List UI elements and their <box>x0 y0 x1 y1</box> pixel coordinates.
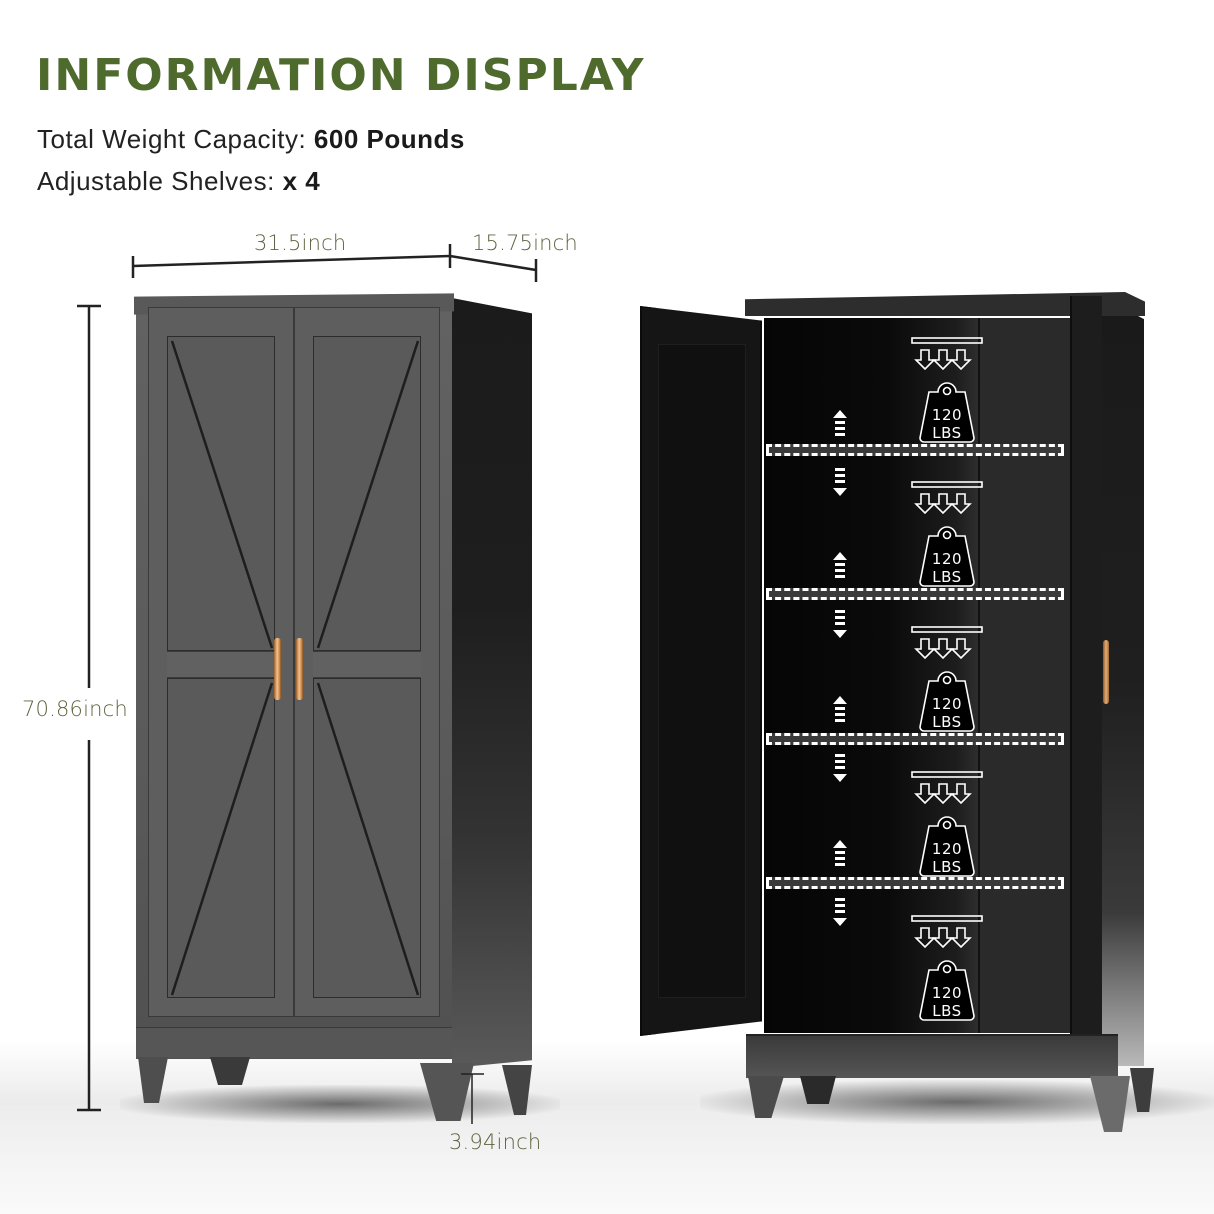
adjustable-shelf-2 <box>766 588 1064 600</box>
cabinet-leg <box>210 1057 250 1085</box>
weight-value: 120 <box>931 840 963 858</box>
weight-value: 120 <box>931 984 963 1002</box>
cabinet-interior-wall <box>978 318 1076 1033</box>
door-panel-top <box>313 336 421 651</box>
spec-label: Total Weight Capacity: <box>37 124 314 154</box>
spec-label: Adjustable Shelves: <box>37 166 283 196</box>
adjustable-shelf-4 <box>766 877 1064 889</box>
weight-icon <box>911 337 983 443</box>
open-right-door <box>1070 296 1102 1056</box>
weight-value: 120 <box>931 406 963 424</box>
width-dimension-label: 31.5inch <box>254 231 347 255</box>
cabinet-leg <box>800 1076 836 1104</box>
weight-unit: LBS <box>932 713 962 731</box>
weight-unit: LBS <box>932 858 962 876</box>
barn-x-brace-icon <box>170 340 274 649</box>
door-rail <box>313 651 421 678</box>
cabinet-base <box>136 1027 452 1058</box>
cabinet-base <box>746 1034 1118 1078</box>
height-dimension-label: 70.86inch <box>22 697 128 721</box>
barn-x-brace-icon <box>170 682 274 996</box>
leg-height-dimension-label: 3.94inch <box>449 1130 542 1154</box>
weight-icon <box>911 481 983 587</box>
door-rail <box>167 651 275 678</box>
adjust-up-icon <box>833 552 847 578</box>
adjustable-shelf-1 <box>766 444 1064 456</box>
weight-icon <box>911 915 983 1021</box>
adjust-up-icon <box>833 840 847 866</box>
weight-value: 120 <box>931 550 963 568</box>
door-panel-bottom <box>167 678 275 998</box>
closed-cabinet-shadow <box>120 1085 560 1123</box>
page-title: INFORMATION DISPLAY <box>36 50 646 101</box>
door-panel-bottom <box>313 678 421 998</box>
weight-icon <box>911 771 983 877</box>
cabinet-leg <box>1130 1068 1154 1112</box>
weight-value: 120 <box>931 695 963 713</box>
cabinet-leg <box>748 1076 784 1118</box>
weight-unit: LBS <box>932 568 962 586</box>
depth-dimension-label: 15.75inch <box>472 231 578 255</box>
cabinet-side <box>452 298 532 1068</box>
open-left-door <box>640 306 762 1036</box>
barn-x-brace-icon <box>316 682 420 996</box>
adjust-down-icon <box>833 754 847 782</box>
closed-cabinet <box>134 293 534 1121</box>
adjust-down-icon <box>833 468 847 496</box>
door-inner-panel <box>658 344 746 998</box>
weight-icon <box>911 626 983 732</box>
spec-value: x 4 <box>282 166 321 196</box>
adjust-down-icon <box>833 610 847 638</box>
adjustable-shelf-3 <box>766 733 1064 745</box>
weight-unit: LBS <box>932 1002 962 1020</box>
right-door <box>294 307 440 1017</box>
left-door <box>148 307 294 1017</box>
barn-x-brace-icon <box>316 340 420 649</box>
adjust-up-icon <box>833 696 847 722</box>
weight-unit: LBS <box>932 424 962 442</box>
door-handle-left <box>274 638 281 700</box>
door-panel-top <box>167 336 275 651</box>
spec-adjustable-shelves: Adjustable Shelves: x 4 <box>37 166 320 197</box>
spec-value: 600 Pounds <box>313 124 465 154</box>
spec-weight-capacity: Total Weight Capacity: 600 Pounds <box>37 124 465 155</box>
adjust-down-icon <box>833 898 847 926</box>
door-handle-right <box>296 638 303 700</box>
door-handle <box>1103 640 1109 704</box>
adjust-up-icon <box>833 410 847 436</box>
